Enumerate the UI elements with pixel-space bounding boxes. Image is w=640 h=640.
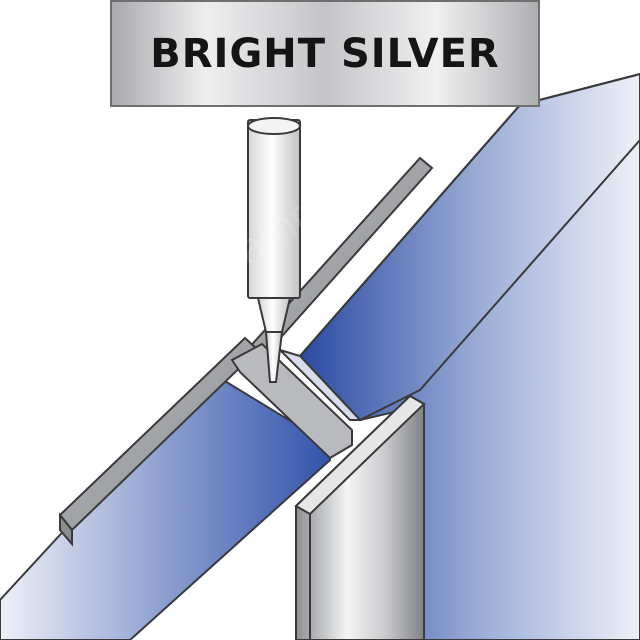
finish-label-text: BRIGHT SILVER — [150, 30, 500, 77]
upper-panel-edge — [279, 349, 363, 421]
finish-label: BRIGHT SILVER — [110, 0, 540, 107]
left-wall-panel — [0, 370, 331, 640]
left-flange-lip — [59, 512, 73, 547]
silicone-tube — [247, 117, 301, 383]
front-profile-top — [294, 394, 426, 516]
centre-web — [230, 342, 353, 460]
